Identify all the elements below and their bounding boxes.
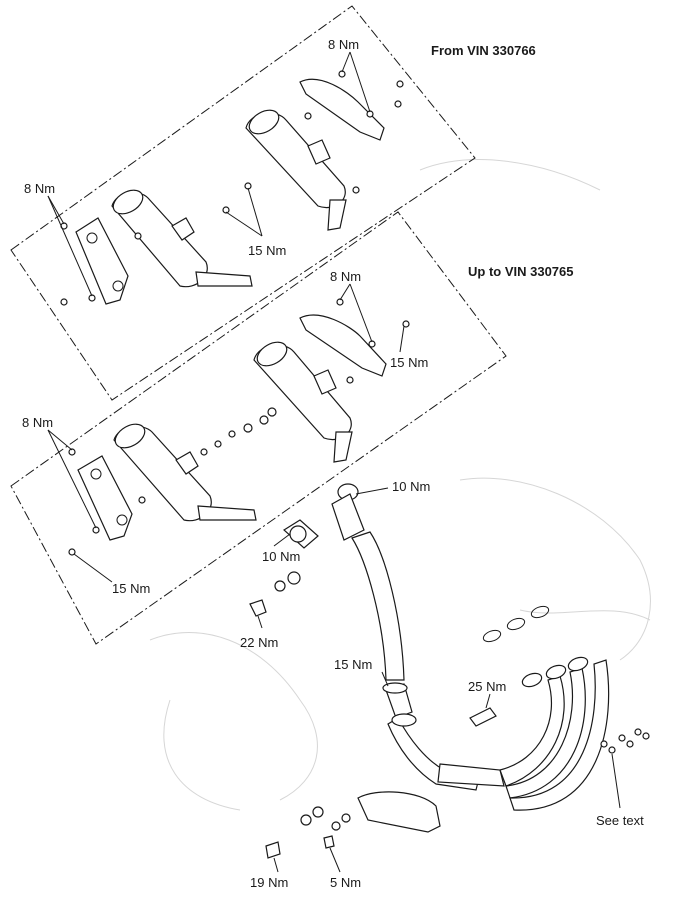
header-pipes xyxy=(499,656,610,811)
torque-label: 15 Nm xyxy=(248,243,287,258)
upper-fasteners xyxy=(60,70,404,306)
torque-label: 15 Nm xyxy=(112,581,151,596)
upper-right-heatshield xyxy=(299,78,385,141)
lower-right-heatshield xyxy=(299,314,387,377)
torque-label: 8 Nm xyxy=(22,415,54,430)
downpipe-collector xyxy=(381,671,505,791)
lambda-sensor xyxy=(469,693,497,727)
torque-label: 8 Nm xyxy=(330,269,362,284)
lower-left-heatshield xyxy=(77,455,133,541)
lower-left-silencer xyxy=(113,423,257,522)
rear-mount-parts xyxy=(265,791,441,873)
torque-label: See text xyxy=(596,813,644,828)
torque-label: 19 Nm xyxy=(250,875,289,890)
torque-label: 10 Nm xyxy=(262,549,301,564)
mounting-bracket-parts xyxy=(249,571,301,629)
group-box-from-vin xyxy=(10,5,476,401)
lower-fasteners xyxy=(68,298,410,556)
torque-label: 8 Nm xyxy=(24,181,56,196)
link-pipe-leaders xyxy=(273,487,389,547)
torque-label: 5 Nm xyxy=(330,875,362,890)
heading-up-to-vin: Up to VIN 330765 xyxy=(468,264,574,279)
header-gaskets xyxy=(482,605,550,643)
group-box-up-to-vin xyxy=(10,211,507,645)
upper-left-silencer xyxy=(111,189,253,288)
torque-label: 15 Nm xyxy=(334,657,373,672)
torque-label: 22 Nm xyxy=(240,635,279,650)
torque-label: 25 Nm xyxy=(468,679,507,694)
header-nuts xyxy=(600,728,650,809)
link-pipe xyxy=(283,483,405,681)
upper-left-heatshield xyxy=(75,217,129,305)
background-ghost-lines xyxy=(149,159,651,811)
heading-from-vin: From VIN 330766 xyxy=(431,43,536,58)
torque-label: 8 Nm xyxy=(328,37,360,52)
upper-right-silencer xyxy=(245,109,347,231)
torque-label: 15 Nm xyxy=(390,355,429,370)
upper-leader-lines xyxy=(47,51,371,297)
lower-leader-lines xyxy=(47,283,405,583)
torque-label: 10 Nm xyxy=(392,479,431,494)
lower-right-silencer xyxy=(253,341,353,463)
